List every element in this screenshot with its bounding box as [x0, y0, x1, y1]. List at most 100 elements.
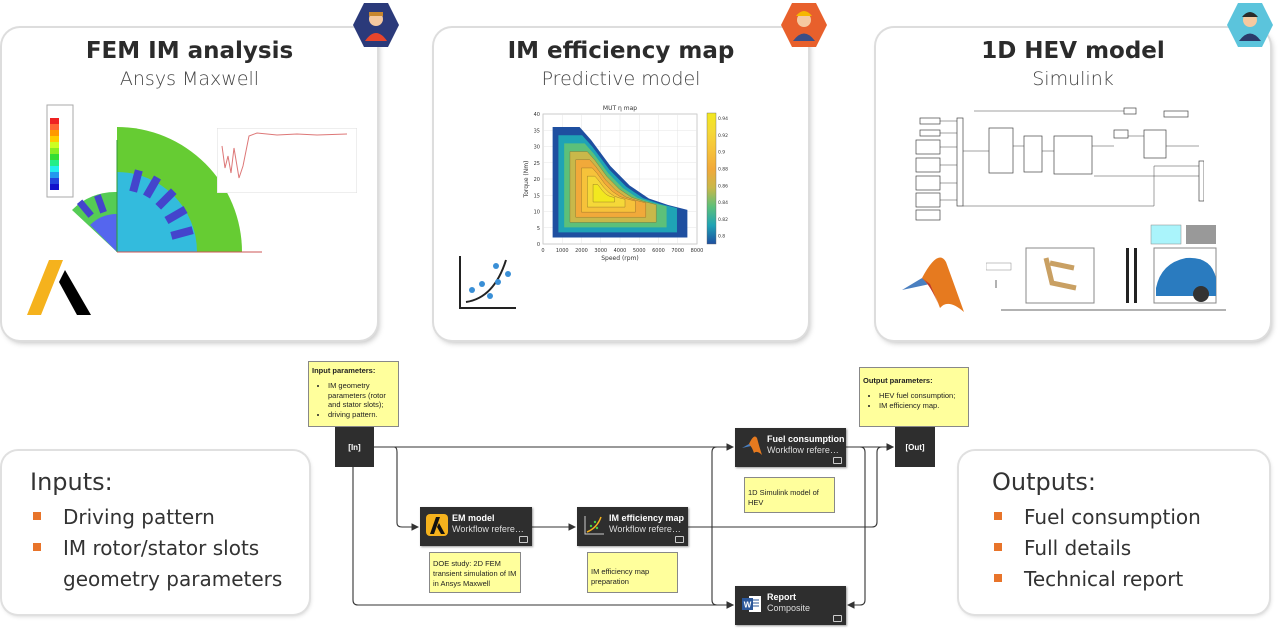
bullet-icon	[994, 512, 1002, 520]
colorbar-tick-label: 0.86	[718, 183, 728, 189]
colorbar-tick-label: 0.88	[718, 167, 728, 173]
card-fem-analysis: FEM IM analysis Ansys Maxwell	[2, 28, 377, 340]
fuel-consumption-note: 1D Simulink model of HEV	[744, 477, 835, 513]
colorbar-tick-label: 0.92	[718, 133, 728, 139]
fuel-consumption-block[interactable]: Fuel consumption Workflow refere…	[735, 428, 846, 467]
block-title: Report	[767, 592, 796, 602]
output-parameters-note: Output parameters: HEV fuel consumption;…	[859, 367, 969, 427]
x-tick-label: 4000	[614, 248, 627, 254]
block-title: EM model	[452, 513, 495, 523]
avatar-engineer-icon	[353, 3, 399, 47]
avatar-scientist-icon	[781, 3, 827, 47]
card-title: IM efficiency map	[507, 38, 735, 64]
bullet-icon	[994, 574, 1002, 582]
block-subtitle: Workflow refere…	[767, 445, 839, 455]
connector-fuel-report	[846, 446, 866, 609]
vehicle-model-image	[986, 224, 1226, 311]
simulink-diagram-image	[915, 107, 1204, 221]
avatar-manager-icon	[1227, 3, 1273, 47]
chart-title: MUT η map	[603, 105, 637, 112]
efficiency-map-block[interactable]: IM efficiency map Workflow refere…	[577, 507, 688, 546]
ansys-icon	[426, 514, 448, 536]
connector-in-report	[352, 467, 735, 609]
bullet-icon	[33, 512, 41, 520]
outputs-panel: Outputs: Fuel consumption Full details T…	[959, 451, 1269, 614]
card-subtitle: Simulink	[1032, 68, 1114, 90]
connector-eff-report	[711, 446, 733, 605]
card-subtitle: Ansys Maxwell	[119, 68, 260, 90]
card-hev-model: 1D HEV model Simulink	[876, 28, 1270, 340]
colorbar-tick-label: 0.94	[718, 116, 728, 122]
y-tick-label: 5	[537, 226, 540, 232]
x-tick-label: 8000	[691, 248, 704, 254]
efficiency-map-note: IM efficiency map preparation	[587, 552, 678, 593]
x-tick-label: 7000	[671, 248, 684, 254]
block-subtitle: Composite	[767, 603, 811, 613]
inputs-title: Inputs:	[30, 468, 113, 496]
note-item: IM efficiency map.	[879, 401, 965, 411]
card-title: 1D HEV model	[981, 38, 1165, 64]
note-item: IM geometry parameters (rotor and stator…	[328, 381, 395, 410]
efficiency-map-chart: 0 1000 2000 3000 4000 5000 6000 7000 8000 0 5 10 15 2…	[523, 105, 728, 262]
card-title: FEM IM analysis	[85, 38, 294, 64]
folder-icon[interactable]	[833, 457, 842, 464]
note-item: HEV fuel consumption;	[879, 391, 965, 401]
folder-icon[interactable]	[833, 615, 842, 622]
block-subtitle: Workflow refere…	[452, 524, 524, 534]
note-title: Input parameters:	[312, 366, 376, 375]
inputs-panel: Inputs: Driving pattern IM rotor/stator …	[2, 451, 309, 614]
word-icon: W	[742, 596, 761, 612]
input-item: Driving pattern	[63, 505, 215, 529]
y-tick-label: 35	[534, 128, 540, 134]
input-parameters-note: Input parameters: IM geometry parameters…	[308, 361, 399, 427]
x-tick-label: 6000	[652, 248, 665, 254]
folder-icon[interactable]	[519, 536, 528, 543]
scatter-icon	[584, 516, 604, 535]
x-tick-label: 0	[541, 248, 544, 254]
torque-plot-image	[217, 128, 357, 193]
matlab-logo	[902, 257, 964, 312]
report-block[interactable]: W Report Composite	[735, 586, 846, 625]
colorbar-tick-label: 0.82	[718, 217, 728, 223]
efficiency-contour	[592, 184, 615, 203]
y-tick-label: 25	[534, 161, 540, 167]
y-tick-label: 30	[534, 145, 540, 151]
x-tick-label: 1000	[556, 248, 569, 254]
bullet-icon	[994, 543, 1002, 551]
connector-in-em	[393, 446, 420, 531]
y-tick-label: 20	[534, 177, 540, 183]
in-port[interactable]: [In]	[335, 427, 374, 467]
ansys-logo	[27, 260, 91, 315]
y-tick-label: 40	[534, 112, 540, 118]
x-tick-label: 3000	[594, 248, 607, 254]
out-port[interactable]: [Out]	[895, 427, 935, 467]
y-tick-label: 15	[534, 193, 540, 199]
y-axis-label: Torque (Nm)	[523, 161, 530, 199]
em-model-note: DOE study: 2D FEM transient simulation o…	[429, 552, 521, 593]
folder-icon[interactable]	[675, 536, 684, 543]
output-item: Technical report	[1024, 567, 1184, 591]
block-subtitle: Workflow refere…	[609, 524, 681, 534]
outputs-title: Outputs:	[992, 468, 1096, 496]
x-tick-label: 2000	[575, 248, 588, 254]
x-tick-label: 5000	[633, 248, 646, 254]
output-item: Full details	[1024, 536, 1132, 560]
svg-text:W: W	[744, 601, 752, 610]
note-title: Output parameters:	[863, 376, 933, 385]
colorbar	[706, 112, 717, 245]
fem-field-plot-image	[46, 104, 262, 253]
y-tick-label: 10	[534, 210, 540, 216]
em-model-block[interactable]: EM model Workflow refere…	[420, 507, 532, 546]
colorbar-tick-label: 0.84	[718, 200, 728, 206]
y-tick-label: 0	[537, 242, 540, 248]
input-item: geometry parameters	[63, 567, 283, 591]
colorbar-tick-label: 0.9	[718, 150, 725, 156]
colorbar-tick-label: 0.8	[718, 234, 725, 240]
scatter-regression-icon	[459, 256, 516, 309]
bullet-icon	[33, 543, 41, 551]
x-axis-label: Speed (rpm)	[601, 255, 639, 262]
note-item: driving pattern.	[328, 410, 395, 420]
block-title: Fuel consumption	[767, 434, 845, 444]
output-item: Fuel consumption	[1024, 505, 1201, 529]
